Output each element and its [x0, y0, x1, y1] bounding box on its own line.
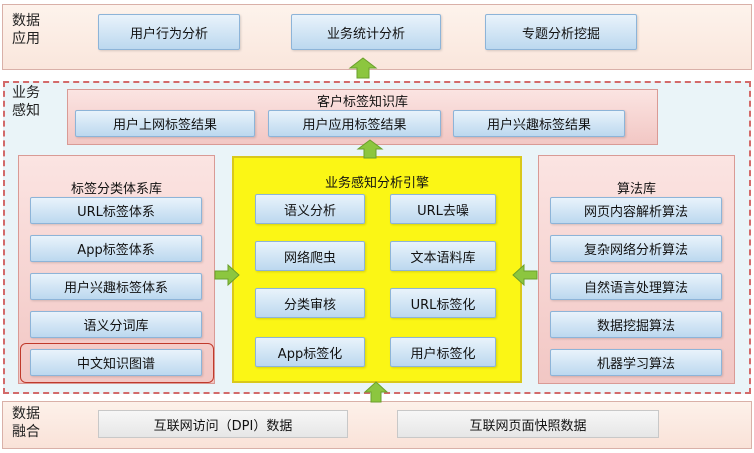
- right-arrow-icon-from-tag-library: [214, 263, 240, 287]
- tag-library-title: 标签分类体系库: [70, 182, 162, 197]
- app-item-business-stats: 业务统计分析: [291, 14, 441, 50]
- knowledge-base-title: 客户标签知识库: [316, 95, 408, 110]
- engine-item-user-tagging: 用户标签化: [390, 337, 496, 367]
- algo-item-nlp: 自然语言处理算法: [550, 273, 722, 300]
- algorithm-library: [538, 155, 735, 384]
- engine-item-url-denoise: URL去噪: [390, 194, 496, 224]
- knowledge-graph-highlight: [20, 343, 214, 383]
- kb-item-app-tags: 用户应用标签结果: [268, 110, 441, 137]
- tag-item-interest: 用户兴趣标签体系: [30, 273, 202, 300]
- engine-item-semantic: 语义分析: [255, 194, 365, 224]
- algo-item-data-mining: 数据挖掘算法: [550, 311, 722, 338]
- data-application-label: 数据 应用: [12, 13, 40, 47]
- engine-title: 业务感知分析引擎: [324, 176, 429, 191]
- fusion-item-snapshot: 互联网页面快照数据: [397, 410, 659, 438]
- engine-item-url-tagging: URL标签化: [390, 288, 496, 318]
- up-arrow-icon-to-knowledge-base: [356, 139, 384, 159]
- data-fusion-label: 数据 融合: [12, 406, 40, 440]
- algo-item-web-parsing: 网页内容解析算法: [550, 197, 722, 224]
- tag-item-url: URL标签体系: [30, 197, 202, 224]
- left-arrow-icon-from-algorithm-library: [512, 263, 538, 287]
- fusion-item-dpi: 互联网访问（DPI）数据: [98, 410, 348, 438]
- business-perception-label: 业务 感知: [12, 85, 40, 119]
- kb-item-internet-tags: 用户上网标签结果: [75, 110, 255, 137]
- app-item-topic-mining: 专题分析挖掘: [485, 14, 637, 50]
- algo-item-network-analysis: 复杂网络分析算法: [550, 235, 722, 262]
- engine-item-corpus: 文本语料库: [390, 241, 496, 271]
- up-arrow-icon-from-fusion: [363, 381, 389, 403]
- engine-item-review: 分类审核: [255, 288, 365, 318]
- engine-item-app-tagging: App标签化: [255, 337, 365, 367]
- tag-classification-library: [18, 155, 215, 384]
- algo-item-machine-learning: 机器学习算法: [550, 349, 722, 376]
- tag-item-segmentation: 语义分词库: [30, 311, 202, 338]
- app-item-user-behavior: 用户行为分析: [98, 14, 240, 50]
- engine-item-crawler: 网络爬虫: [255, 241, 365, 271]
- tag-item-app: App标签体系: [30, 235, 202, 262]
- algorithm-library-title: 算法库: [616, 182, 656, 197]
- tag-item-knowledge-graph: 中文知识图谱: [30, 349, 202, 376]
- up-arrow-icon-to-application: [348, 57, 378, 79]
- kb-item-interest-tags: 用户兴趣标签结果: [453, 110, 625, 137]
